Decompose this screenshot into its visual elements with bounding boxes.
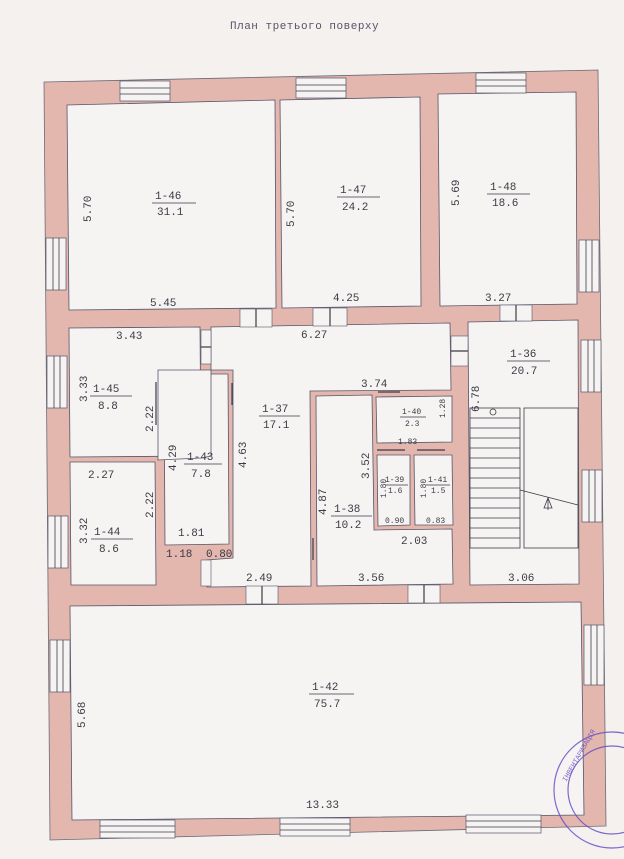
- room-label-1-38: 1-38 10.2: [331, 504, 372, 532]
- room-label-1-40: 1-40 2.3: [400, 408, 426, 429]
- room-label-1-47: 1-47 24.2: [337, 185, 380, 214]
- windows: [45, 72, 605, 839]
- room-id: 1-48: [490, 182, 516, 194]
- dim-label: 3.32: [79, 518, 91, 544]
- dim-label: 0.83: [426, 517, 445, 526]
- dim-label: 2.22: [145, 406, 157, 432]
- dim-label: 1.83: [398, 438, 417, 447]
- room-1-48: [437, 91, 578, 307]
- room-area: 31.1: [157, 207, 184, 219]
- room-id: 1-37: [262, 404, 288, 416]
- room-label-1-43: 1-43 7.8: [184, 452, 222, 481]
- dim-label: 1.80: [380, 479, 389, 498]
- dim-label: 1.81: [178, 528, 205, 540]
- room-area: 17.1: [263, 420, 290, 432]
- room-1-39: [376, 454, 411, 527]
- room-label-1-36: 1-36 20.7: [507, 349, 550, 378]
- dim-label: 2.03: [401, 536, 427, 548]
- dim-label: 1.80: [420, 479, 429, 498]
- room-1-44: [69, 461, 157, 586]
- room-1-46: [66, 99, 277, 311]
- dimension-labels: 5.70 5.70 5.69 5.45 4.25 3.27 3.43 6.27 …: [77, 180, 534, 812]
- dim-label: 5.45: [150, 298, 176, 310]
- room-area: 75.7: [314, 699, 340, 711]
- room-label-1-44: 1-44 8.6: [91, 527, 133, 556]
- dim-label: 3.33: [79, 376, 91, 402]
- room-id: 1-46: [155, 191, 181, 203]
- dim-label: 13.33: [306, 800, 339, 812]
- dim-label: 6.27: [301, 330, 327, 342]
- room-1-42: [69, 601, 585, 821]
- room-1-36: [467, 319, 580, 586]
- room-1-41: [413, 454, 454, 526]
- dim-label: 6.78: [471, 386, 483, 412]
- dim-label: 1.18: [166, 549, 192, 561]
- room-id: 1-41: [428, 476, 447, 485]
- room-id: 1-36: [510, 349, 536, 361]
- room-area: 18.6: [492, 198, 518, 210]
- dim-label: 1.28: [439, 399, 448, 418]
- dim-label: 3.56: [358, 573, 384, 585]
- room-label-1-37: 1-37 17.1: [259, 404, 300, 432]
- room-area: 24.2: [342, 202, 368, 214]
- room-label-1-42: 1-42 75.7: [309, 682, 354, 711]
- dim-label: 0.90: [385, 517, 404, 526]
- room-area: 20.7: [511, 366, 537, 378]
- dim-label: 4.29: [168, 445, 180, 471]
- room-area: 1.5: [431, 487, 446, 496]
- room-id: 1-43: [187, 452, 213, 464]
- room-label-1-46: 1-46 31.1: [152, 191, 196, 219]
- plan-title: План третього поверху: [230, 21, 379, 33]
- room-area: 7.8: [191, 469, 211, 481]
- room-area: 8.6: [99, 544, 119, 556]
- room-label-1-41: 1-41 1.5: [426, 476, 450, 496]
- dim-label: 2.22: [145, 492, 157, 518]
- room-id: 1-39: [385, 476, 404, 485]
- room-1-37: [157, 322, 452, 588]
- dim-label: 5.70: [286, 201, 298, 227]
- dim-label: 2.49: [246, 573, 272, 585]
- room-area: 8.8: [98, 401, 118, 413]
- room-area: 1.6: [388, 487, 403, 496]
- room-id: 1-38: [334, 504, 360, 516]
- dim-label: 3.06: [508, 573, 534, 585]
- dim-label: 5.70: [83, 196, 95, 222]
- room-id: 1-45: [93, 384, 119, 396]
- room-1-38: [315, 394, 454, 587]
- room-id: 1-47: [340, 185, 366, 197]
- room-id: 1-44: [94, 527, 121, 539]
- dim-label: 2.27: [88, 470, 114, 482]
- dim-label: 4.87: [318, 489, 330, 515]
- dim-label: 3.74: [361, 379, 388, 391]
- room-area: 2.3: [405, 420, 420, 429]
- room-label-1-45: 1-45 8.8: [90, 384, 132, 413]
- dim-label: 5.69: [451, 180, 463, 206]
- dim-label: 5.68: [77, 702, 89, 728]
- dim-label: 0.80: [206, 549, 232, 561]
- dim-label: 3.43: [116, 331, 142, 343]
- room-1-40: [375, 395, 453, 444]
- room-1-47: [279, 96, 422, 309]
- dim-label: 3.52: [361, 453, 373, 479]
- doors: [155, 304, 533, 605]
- room-area: 10.2: [335, 520, 361, 532]
- room-label-1-39: 1-39 1.6: [385, 476, 408, 496]
- dim-label: 4.63: [238, 442, 250, 468]
- dim-label: 3.27: [485, 293, 511, 305]
- staircase: [469, 407, 579, 549]
- room-id: 1-42: [312, 682, 338, 694]
- room-labels: 1-46 31.1 1-47 24.2 1-48 18.6 1-45 8.8 1…: [90, 182, 550, 711]
- room-label-1-48: 1-48 18.6: [487, 182, 530, 210]
- dim-label: 4.25: [333, 293, 359, 305]
- room-id: 1-40: [402, 408, 421, 417]
